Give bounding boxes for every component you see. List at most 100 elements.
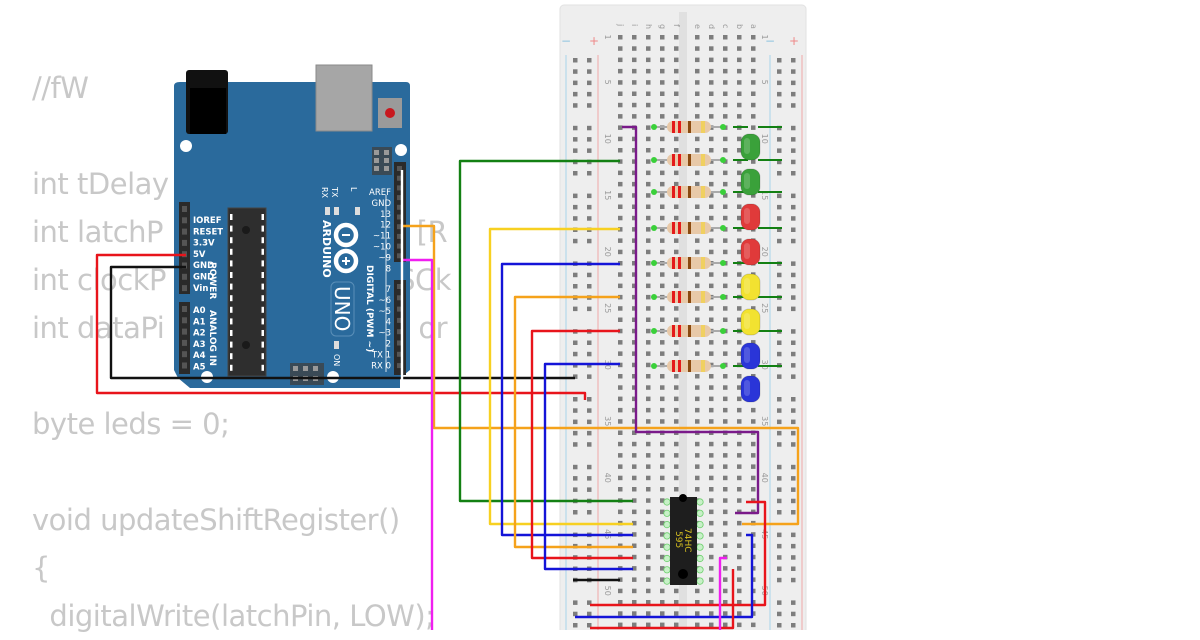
hole[interactable] <box>646 509 651 515</box>
rail-hole[interactable] <box>791 611 796 617</box>
rail-hole[interactable] <box>587 91 592 97</box>
rail-hole[interactable] <box>791 58 796 63</box>
wire-red-led5[interactable] <box>530 329 633 560</box>
hole[interactable] <box>646 249 651 255</box>
hole[interactable] <box>695 622 700 628</box>
hole[interactable] <box>632 532 637 537</box>
hole[interactable] <box>723 577 728 582</box>
hole[interactable] <box>674 374 679 379</box>
rail-hole[interactable] <box>777 476 782 481</box>
hole[interactable] <box>660 91 665 97</box>
rail-hole[interactable] <box>587 103 592 108</box>
hole[interactable] <box>660 159 665 164</box>
hole[interactable] <box>723 238 728 243</box>
hole[interactable] <box>660 407 665 413</box>
hole[interactable] <box>646 102 651 108</box>
hole[interactable] <box>723 35 728 40</box>
hole[interactable] <box>695 35 700 40</box>
hole[interactable] <box>674 181 679 187</box>
hole[interactable] <box>737 317 742 323</box>
rail-hole[interactable] <box>791 408 796 413</box>
hole[interactable] <box>695 46 700 51</box>
hole[interactable] <box>632 249 637 255</box>
hole[interactable] <box>751 91 756 97</box>
rail-hole[interactable] <box>791 261 796 266</box>
hole[interactable] <box>660 306 665 311</box>
hole[interactable] <box>709 588 714 594</box>
rail-hole[interactable] <box>573 204 578 210</box>
led-blue[interactable] <box>740 342 761 370</box>
hole[interactable] <box>709 170 714 176</box>
rail-hole[interactable] <box>587 340 592 346</box>
rail-hole[interactable] <box>777 125 782 131</box>
led-green[interactable] <box>740 133 761 161</box>
rail-hole[interactable] <box>777 306 782 312</box>
hole[interactable] <box>695 340 700 345</box>
rail-hole[interactable] <box>777 340 782 346</box>
hole[interactable] <box>751 611 756 616</box>
hole[interactable] <box>695 351 700 356</box>
hole[interactable] <box>632 430 637 436</box>
hole[interactable] <box>660 170 665 176</box>
hole[interactable] <box>723 611 728 616</box>
hole[interactable] <box>709 520 714 526</box>
hole[interactable] <box>660 351 665 356</box>
hole[interactable] <box>646 407 651 413</box>
hole[interactable] <box>674 46 679 51</box>
rail-hole[interactable] <box>587 148 592 153</box>
wire-pin9-magenta[interactable] <box>403 258 434 630</box>
hole[interactable] <box>737 136 742 142</box>
hole[interactable] <box>737 419 742 424</box>
hole[interactable] <box>618 148 623 153</box>
rail-hole[interactable] <box>573 476 578 481</box>
hole[interactable] <box>751 46 756 51</box>
rail-hole[interactable] <box>791 137 796 142</box>
hole[interactable] <box>695 317 700 323</box>
rail-hole[interactable] <box>791 295 796 300</box>
hole[interactable] <box>618 441 623 447</box>
hole[interactable] <box>674 170 679 176</box>
hole[interactable] <box>737 362 742 368</box>
hole[interactable] <box>709 57 714 63</box>
hole[interactable] <box>632 611 637 616</box>
hole[interactable] <box>618 407 623 413</box>
resistor[interactable] <box>651 291 726 303</box>
hole[interactable] <box>751 306 756 311</box>
rail-hole[interactable] <box>777 623 782 628</box>
hole[interactable] <box>723 80 728 85</box>
hole[interactable] <box>737 520 742 526</box>
rail-hole[interactable] <box>777 216 782 221</box>
rail-hole[interactable] <box>573 80 578 86</box>
hole[interactable] <box>632 136 637 142</box>
hole[interactable] <box>709 362 714 368</box>
hole[interactable] <box>751 159 756 164</box>
rail-hole[interactable] <box>777 272 782 278</box>
hole[interactable] <box>660 520 665 526</box>
hole[interactable] <box>723 453 728 458</box>
hole[interactable] <box>632 385 637 390</box>
hole[interactable] <box>674 385 679 390</box>
hole[interactable] <box>709 600 714 605</box>
hole[interactable] <box>737 91 742 97</box>
hole[interactable] <box>674 136 679 142</box>
hole[interactable] <box>646 419 651 424</box>
wire-blue-led3[interactable] <box>500 262 633 537</box>
hole[interactable] <box>646 520 651 526</box>
rail-hole[interactable] <box>573 284 578 289</box>
hole[interactable] <box>751 577 756 582</box>
rail-hole[interactable] <box>791 419 796 425</box>
hole[interactable] <box>695 102 700 108</box>
hole[interactable] <box>646 80 651 85</box>
hole[interactable] <box>751 193 756 198</box>
hole[interactable] <box>751 80 756 85</box>
wire-purple-led0[interactable] <box>622 125 760 515</box>
hole[interactable] <box>723 193 728 198</box>
hole[interactable] <box>674 215 679 221</box>
led-blue[interactable] <box>740 375 761 403</box>
hole[interactable] <box>674 419 679 424</box>
hole[interactable] <box>660 114 665 119</box>
hole[interactable] <box>618 509 623 515</box>
hole[interactable] <box>751 487 756 492</box>
hole[interactable] <box>737 57 742 63</box>
hole[interactable] <box>723 374 728 379</box>
